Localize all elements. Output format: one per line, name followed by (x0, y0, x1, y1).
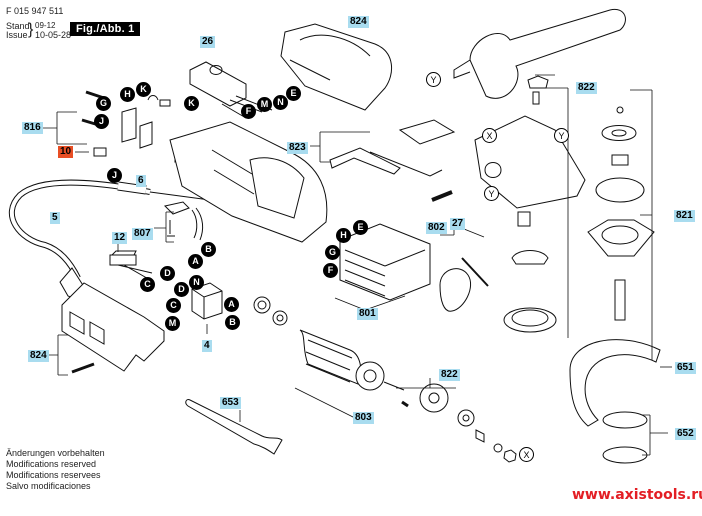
marker-m: M (165, 316, 180, 331)
modification-notes: Änderungen vorbehalten Modifications res… (6, 448, 105, 492)
part-824-handle-cover[interactable]: 824 (28, 350, 49, 362)
part-807[interactable]: 807 (132, 228, 153, 240)
part-816[interactable]: 816 (22, 122, 43, 134)
part-803[interactable]: 803 (353, 412, 374, 424)
figure-label: Fig./Abb. 1 (70, 22, 141, 36)
part-801[interactable]: 801 (357, 308, 378, 320)
marker-f: F (241, 104, 256, 119)
marker-n: N (189, 275, 204, 290)
part-824-top-housing[interactable]: 824 (348, 16, 369, 28)
marker-d: D (174, 282, 189, 297)
marker-a: A (224, 297, 239, 312)
stand-value: 09-12 (35, 21, 56, 30)
part-26[interactable]: 26 (200, 36, 216, 48)
marker-k: K (184, 96, 199, 111)
marker-f: F (323, 263, 338, 278)
part-823[interactable]: 823 (287, 142, 308, 154)
marker-g: G (96, 96, 111, 111)
armature-drawing (299, 329, 405, 391)
marker-j: J (107, 168, 122, 183)
marker-c: C (166, 298, 181, 313)
website-link[interactable]: www.axistools.ru (572, 487, 702, 503)
part-802[interactable]: 802 (426, 222, 447, 234)
part-27[interactable]: 27 (450, 218, 466, 230)
note-es: Salvo modificaciones (6, 481, 91, 491)
marker-j: J (94, 114, 109, 129)
stand-label: Stand (6, 21, 30, 31)
document-number: F 015 947 511 (6, 6, 64, 16)
marker-n: N (273, 95, 288, 110)
marker-y: Y (484, 186, 499, 201)
marker-x: X (482, 128, 497, 143)
leader-lines (43, 74, 672, 456)
marker-x: X (519, 447, 534, 462)
marker-k: K (136, 82, 151, 97)
issue-label: Issue (6, 30, 28, 40)
part-653[interactable]: 653 (220, 397, 241, 409)
note-en: Modifications reserved (6, 459, 97, 469)
marker-y: Y (554, 128, 569, 143)
brace-icon: } (28, 21, 34, 38)
part-822-lower[interactable]: 822 (439, 369, 460, 381)
part-4[interactable]: 4 (202, 340, 212, 352)
note-de: Änderungen vorbehalten (6, 448, 105, 458)
marker-h: H (336, 228, 351, 243)
part-6[interactable]: 6 (136, 175, 146, 187)
motor-housing-drawing (169, 121, 328, 243)
marker-e: E (286, 86, 301, 101)
note-fr: Modifications reservees (6, 470, 101, 480)
part-12[interactable]: 12 (112, 232, 128, 244)
marker-b: B (201, 242, 216, 257)
part-651[interactable]: 651 (675, 362, 696, 374)
marker-e: E (353, 220, 368, 235)
part-5[interactable]: 5 (50, 212, 60, 224)
marker-g: G (325, 245, 340, 260)
issue-value: 10-05-28 (35, 30, 72, 40)
marker-a: A (188, 254, 203, 269)
marker-y: Y (426, 72, 441, 87)
marker-b: B (225, 315, 240, 330)
part-652[interactable]: 652 (675, 428, 696, 440)
marker-m: M (257, 97, 272, 112)
part-821[interactable]: 821 (674, 210, 695, 222)
marker-c: C (140, 277, 155, 292)
part-10-highlighted[interactable]: 10 (58, 146, 74, 158)
marker-d: D (160, 266, 175, 281)
marker-h: H (120, 87, 135, 102)
part-822-upper[interactable]: 822 (576, 82, 597, 94)
